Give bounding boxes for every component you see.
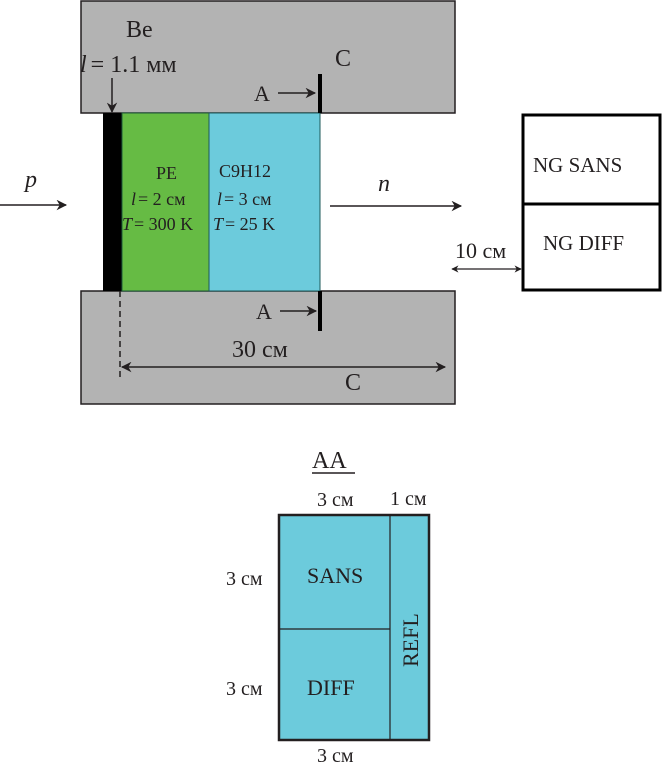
pe-moderator	[121, 112, 210, 292]
diff-cell-label: DIFF	[307, 675, 355, 700]
c9h12-temp-label: T= 25 K	[213, 214, 275, 234]
pe-temp-value: = 300 K	[134, 214, 193, 234]
ng-sans-detector	[521, 113, 662, 206]
beryllium-target	[103, 113, 122, 291]
refl-cell-label: REFL	[398, 613, 423, 667]
lower-height-label: 3 см	[226, 678, 263, 700]
c9h12-moderator	[208, 112, 321, 292]
c9h12-length-value: = 3 см	[224, 189, 272, 209]
upper-height-label: 3 см	[226, 568, 263, 590]
pe-name-label: PE	[156, 163, 177, 183]
pe-length-label: l= 2 см	[131, 189, 186, 209]
shield-material-top-label: C	[335, 46, 351, 72]
be-label: Be	[126, 17, 153, 43]
section-mark-bottom-label: A	[256, 299, 272, 324]
be-thickness-symbol: l	[80, 52, 87, 78]
cross-section-outline	[277, 513, 431, 742]
c9h12-temp-value: = 25 K	[225, 214, 275, 234]
length-dimension-label: 30 см	[232, 337, 288, 363]
refl-width-label: 1 см	[390, 488, 427, 510]
ng-diff-detector	[521, 202, 662, 292]
be-thickness-label: l= 1.1 мм	[80, 52, 177, 78]
bottom-width-label: 3 см	[317, 745, 354, 767]
pe-length-symbol: l	[131, 189, 136, 209]
top-width-label: 3 см	[317, 489, 354, 511]
be-thickness-value: = 1.1 мм	[91, 52, 177, 78]
proton-beam-label: p	[23, 167, 37, 193]
c9h12-length-label: l= 3 см	[217, 189, 272, 209]
ng-diff-label: NG DIFF	[543, 231, 624, 255]
section-mark-top-label: A	[254, 81, 270, 106]
c9h12-temp-symbol: T	[213, 214, 225, 234]
detector-distance-label: 10 см	[455, 238, 506, 263]
pe-temp-label: T= 300 K	[122, 214, 193, 234]
pe-length-value: = 2 см	[138, 189, 186, 209]
cross-section-title: AA	[312, 448, 347, 474]
c9h12-length-symbol: l	[217, 189, 222, 209]
top-shield-block	[80, 0, 456, 114]
pe-temp-symbol: T	[122, 214, 134, 234]
bottom-shield-block	[80, 290, 456, 405]
ng-sans-label: NG SANS	[533, 153, 622, 177]
c9h12-name-label: C9H12	[219, 161, 271, 181]
sans-cell-label: SANS	[307, 563, 363, 588]
shield-material-bottom-label: C	[345, 370, 361, 396]
neutron-beam-label: n	[378, 171, 390, 197]
